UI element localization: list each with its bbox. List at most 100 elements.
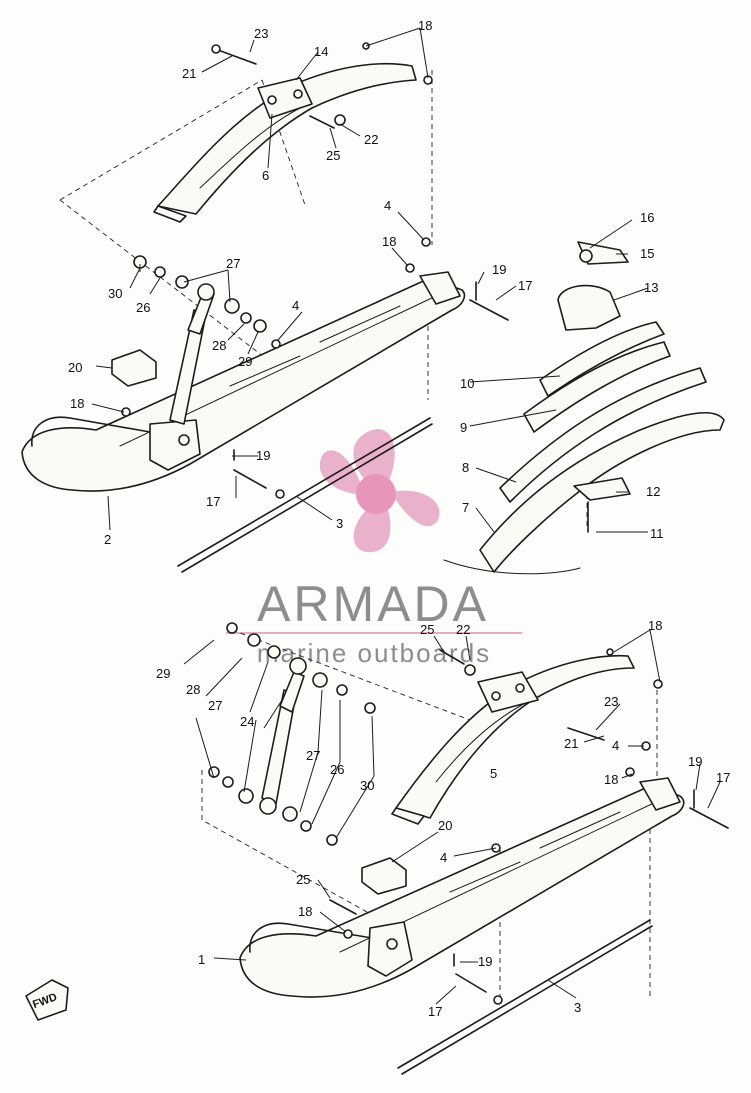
callout-25-top: 25 — [326, 148, 340, 163]
logo-blade-right — [390, 490, 440, 527]
callout-23-top: 23 — [254, 26, 268, 41]
armada-watermark: ARMADA marine outboards — [226, 429, 522, 668]
callout-15: 15 — [640, 246, 654, 261]
leaf-clamp-13 — [557, 284, 621, 331]
lower-ski-assembly — [208, 622, 729, 1075]
callout-14: 14 — [314, 44, 328, 59]
upper-ski-assembly — [21, 42, 509, 573]
bolt-25-top — [309, 115, 335, 129]
callout-4-lower-rear: 4 — [612, 738, 619, 753]
callout-28-lower: 28 — [186, 682, 200, 697]
guide-lower-rear — [649, 690, 658, 1000]
callout-30-upper: 30 — [108, 286, 122, 301]
bolt-17-lower-left — [455, 973, 487, 993]
callout-25-lower-top: 25 — [420, 622, 434, 637]
lower-shock-absorber — [259, 657, 307, 815]
callout-27-upper: 27 — [226, 256, 240, 271]
bolt-21-top — [217, 49, 257, 65]
upper-bracket-20 — [111, 349, 157, 387]
callout-29-lower: 29 — [156, 666, 170, 681]
callout-18-lower-front: 18 — [298, 904, 312, 919]
callout-1: 1 — [198, 952, 205, 967]
fwd-direction-marker: FWD — [25, 979, 69, 1021]
callout-17-lower-front: 17 — [428, 1004, 442, 1019]
callout-9: 9 — [460, 420, 467, 435]
callout-18-upper-front: 18 — [70, 396, 84, 411]
callout-19-upper-front: 19 — [256, 448, 270, 463]
callout-19-upper-rear: 19 — [492, 262, 506, 277]
callout-12: 12 — [646, 484, 660, 499]
callout-4-upper-mid: 4 — [292, 298, 299, 313]
callout-18-lower-top: 18 — [648, 618, 662, 633]
upper-ski — [21, 271, 466, 492]
lower-wear-bar — [397, 919, 653, 1075]
bolt-17-upper-right — [469, 299, 509, 321]
callout-18-upper-rear: 18 — [382, 234, 396, 249]
leaf-10 — [539, 321, 665, 397]
logo-hub — [356, 474, 396, 514]
callout-25-lower: 25 — [296, 872, 310, 887]
callout-5: 5 — [490, 766, 497, 781]
callout-21-lower: 21 — [564, 736, 578, 751]
callout-18-lower-rear: 18 — [604, 772, 618, 787]
callout-23-lower: 23 — [604, 694, 618, 709]
callout-20-lower: 20 — [438, 818, 452, 833]
callout-17-lower-rear: 17 — [716, 770, 730, 785]
upper-shock-absorber — [169, 283, 215, 425]
bolt-25-lower-top — [439, 649, 465, 665]
callout-18-top: 18 — [418, 18, 432, 33]
callout-17-upper-front: 17 — [206, 494, 220, 509]
callout-8: 8 — [462, 460, 469, 475]
callout-28-upper: 28 — [212, 338, 226, 353]
callout-17-upper-rear: 17 — [518, 278, 532, 293]
callout-4-lower-mid: 4 — [440, 850, 447, 865]
leaf-plate-12 — [573, 477, 631, 501]
lower-ski-stanchion — [391, 654, 635, 825]
upper-ski-stanchion — [153, 62, 417, 223]
watermark-brand: ARMADA — [257, 576, 489, 632]
lower-ski — [239, 777, 685, 998]
bolt-25-lower — [329, 899, 357, 915]
callout-20-upper: 20 — [68, 360, 82, 375]
leaf-part-16 — [579, 249, 593, 263]
guide-lower-frame — [201, 629, 471, 937]
callout-21-top: 21 — [182, 66, 196, 81]
callout-13: 13 — [644, 280, 658, 295]
callout-19-lower-front: 19 — [478, 954, 492, 969]
upper-wear-bar — [177, 417, 433, 573]
lower-bracket-20 — [361, 857, 407, 895]
callout-19-lower-rear: 19 — [688, 754, 702, 769]
callout-7: 7 — [462, 500, 469, 515]
callout-24: 24 — [240, 714, 254, 729]
callout-30-lower: 30 — [360, 778, 374, 793]
callout-numbers: 23 21 14 18 22 25 6 4 18 19 17 27 30 26 … — [68, 18, 730, 1019]
leaf-9 — [523, 341, 671, 433]
callout-6: 6 — [262, 168, 269, 183]
callout-16: 16 — [640, 210, 654, 225]
nut-22-lower — [464, 664, 476, 676]
leaf-hook-line — [443, 559, 581, 575]
clip-19-lower — [453, 789, 695, 967]
callout-11: 11 — [650, 526, 664, 541]
callout-26-upper: 26 — [136, 300, 150, 315]
bolt-17-lower-right — [689, 807, 729, 829]
callout-27-lower-left: 27 — [208, 698, 222, 713]
leaf-spring-stack — [443, 241, 725, 575]
callout-10: 10 — [460, 376, 474, 391]
nut-22-top — [334, 114, 346, 126]
callout-22-lower: 22 — [456, 622, 470, 637]
callout-3-upper: 3 — [336, 516, 343, 531]
leader-lines — [91, 27, 721, 1005]
callout-22-top: 22 — [364, 132, 378, 147]
callout-3-lower: 3 — [574, 1000, 581, 1015]
callout-27-lower-right: 27 — [306, 748, 320, 763]
callout-26-lower: 26 — [330, 762, 344, 777]
callout-2: 2 — [104, 532, 111, 547]
upper-ski-loop — [31, 416, 151, 447]
leaf-8 — [499, 367, 707, 503]
leaf-7 — [479, 412, 725, 573]
lower-ski-loop — [249, 922, 373, 953]
callout-29-upper: 29 — [238, 354, 252, 369]
